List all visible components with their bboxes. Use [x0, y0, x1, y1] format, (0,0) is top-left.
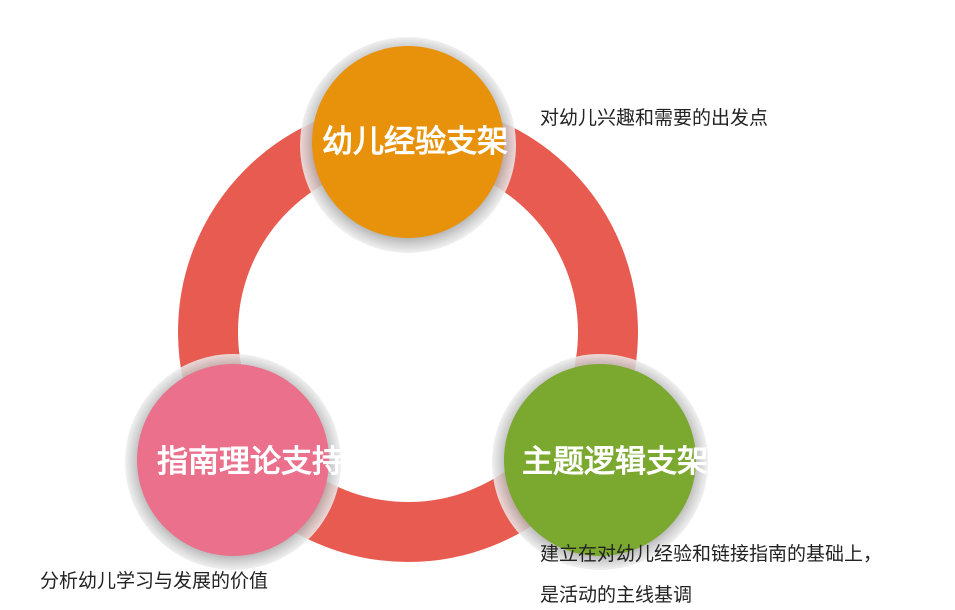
node-label-right: 主题逻辑支架	[522, 444, 708, 480]
node-top: 幼儿经验支架	[300, 37, 516, 253]
note-left: 分析幼儿学习与发展的价值	[40, 570, 269, 592]
node-label-left: 指南理论支持	[157, 444, 343, 480]
note-right-line2: 是活动的主线基调	[540, 584, 693, 606]
note-right-line1: 建立在对幼儿经验和链接指南的基础上，	[540, 543, 883, 565]
node-right: 主题逻辑支架	[492, 354, 708, 570]
node-left: 指南理论支持	[125, 354, 343, 570]
node-label-top: 幼儿经验支架	[322, 124, 508, 160]
note-top: 对幼儿兴趣和需要的出发点	[540, 107, 769, 129]
